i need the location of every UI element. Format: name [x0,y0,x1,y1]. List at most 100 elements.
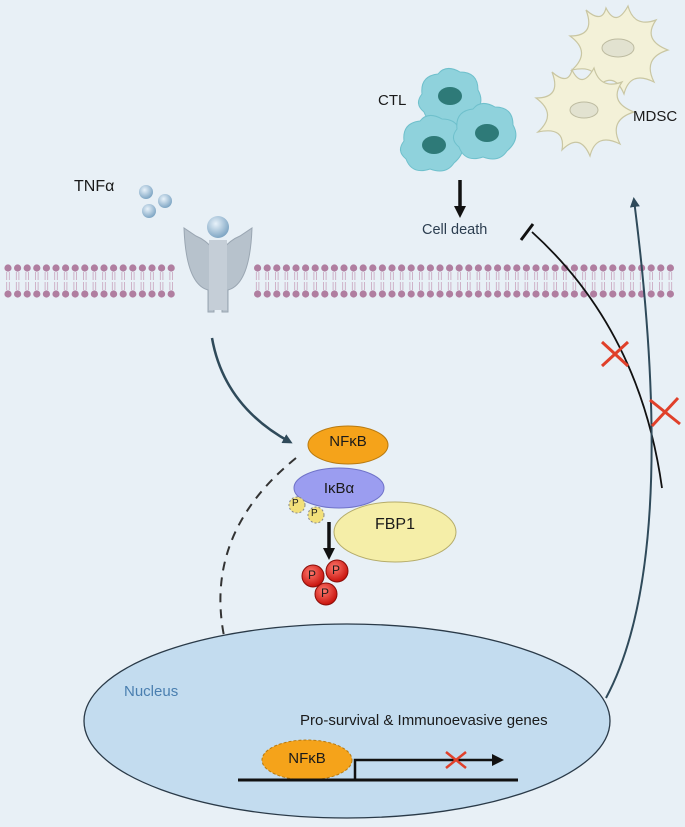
nuclear-nfkb-label: NFκB [288,750,326,767]
lipid-tail [659,282,663,290]
lipid-head [71,290,79,298]
lipid-tail [380,272,385,280]
lipid-head [426,290,434,298]
lipid-tail [284,272,289,280]
lipid-head [321,290,329,298]
lipid-tail [102,282,106,290]
lipid-head [551,290,559,298]
lipid-tail [572,282,577,290]
nucleus [83,623,611,819]
lipid-tail [44,272,49,280]
lipid-tail [486,272,490,280]
lipid-tail [543,272,548,280]
lipid-head [254,264,262,272]
lipid-head [42,290,51,298]
lipid-tail [169,272,173,280]
lipid-head [455,290,463,298]
lipid-head [446,290,454,298]
phospho-label-1: P [292,498,299,509]
lipid-tail [563,272,567,280]
lipid-head [148,290,156,298]
lipid-head [436,290,444,298]
lipid-tail [611,282,615,290]
fbp1-label: FBP1 [374,516,415,533]
lipid-tail [371,272,375,280]
lipid-tail [313,282,317,290]
transcription-arrow [353,754,504,779]
lipid-tail [371,282,375,290]
lipid-head [618,264,627,272]
transcription-blocked-x [445,751,467,769]
lipid-tail [140,282,145,290]
lipid-tail [265,282,269,290]
nfkb-label: NFκB [329,433,367,450]
lipid-tail [659,272,663,280]
lipid-head [340,264,348,272]
lipid-tail [150,282,154,290]
lipid-tail [390,272,394,280]
lipid-head [446,264,454,272]
lipid-tail [6,282,10,290]
lipid-head [302,264,310,272]
lipid-tail [447,282,452,290]
lipid-head [609,264,617,272]
lipid-tail [534,272,538,280]
lipid-head [522,264,531,272]
lipid-tail [323,282,327,290]
lipid-head [33,290,41,298]
lipid-tail [582,272,586,280]
lipid-head [129,290,137,298]
tnf-ligands [139,185,172,218]
lipid-head [618,290,627,298]
lipid-head [398,264,406,272]
ikba-phosphates [288,496,325,524]
lipid-head [292,264,300,272]
lipid-tail [332,272,337,280]
lipid-tail [620,272,625,280]
lipid-head [503,264,511,272]
lipid-head [570,290,579,298]
lipid-head [14,264,22,272]
lipid-head [657,290,665,298]
lipid-tail [620,282,625,290]
lipid-head [110,264,118,272]
lipid-head [599,290,607,298]
lipid-tail [332,282,337,290]
lipid-head [273,290,281,298]
lipid-head [666,290,675,298]
lipid-tail [63,282,68,290]
lipid-head [657,264,665,272]
lipid-tail [351,282,356,290]
lipid-head [436,264,444,272]
lipid-tail [399,282,404,290]
lipid-head [148,264,156,272]
lipid-tail [25,272,29,280]
lipid-tail [543,282,548,290]
lipid-tail [399,272,404,280]
lipid-tail [131,272,135,280]
lipid-tail [438,272,442,280]
lipid-head [52,290,60,298]
lipid-tail [515,272,519,280]
lipid-tail [611,272,615,280]
tnf-signal-arrow [210,337,293,444]
lipid-head [465,290,473,298]
lipid-head [599,264,607,272]
lipid-head [542,290,550,298]
lipid-tail [486,282,490,290]
lipid-head [158,290,166,298]
lipid-head [129,264,137,272]
lipid-head [417,290,425,298]
lipid-tail [111,282,116,290]
lipid-head [532,264,540,272]
lipid-tail [121,272,125,280]
lipid-tail [342,282,346,290]
lipid-tail [265,272,269,280]
lipid-tail [361,282,365,290]
lipid-tail [495,282,500,290]
lipid-tail [351,272,356,280]
lipid-tail [515,282,519,290]
inhibition-bar [519,223,535,241]
lipid-head [110,290,118,298]
lipid-tail [15,272,20,280]
